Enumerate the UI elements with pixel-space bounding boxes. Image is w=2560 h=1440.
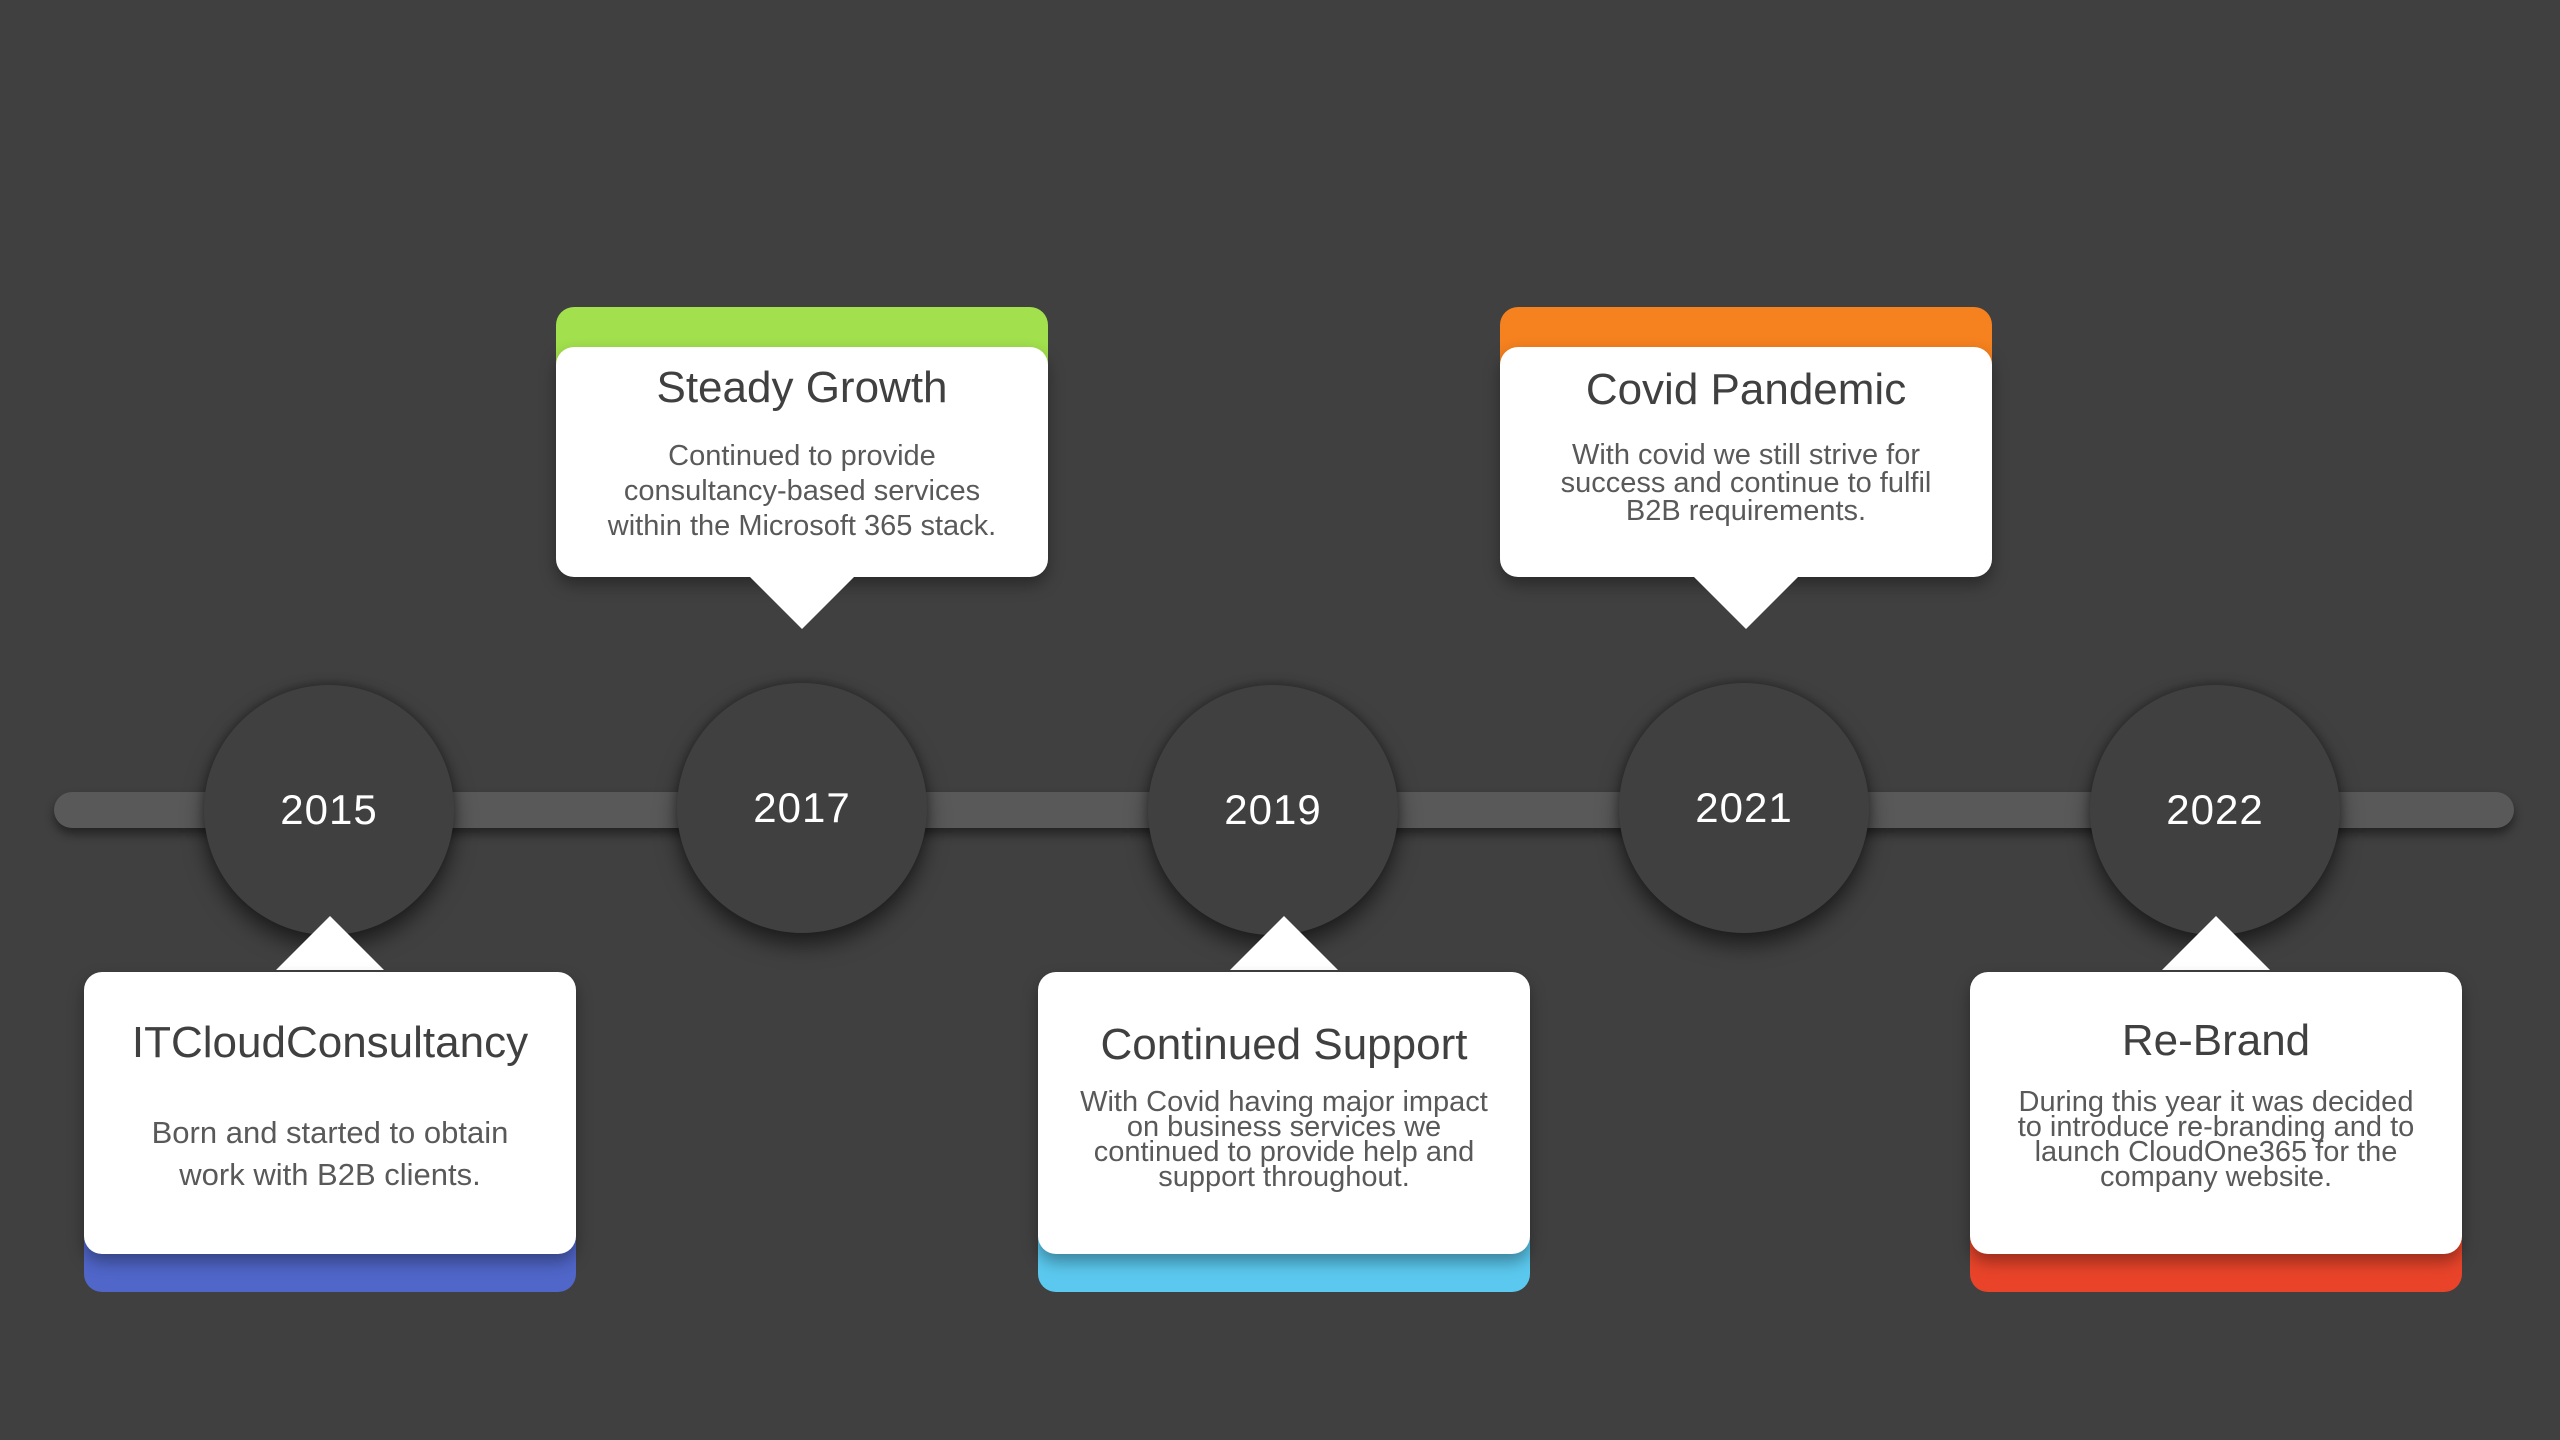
year-node-2021: 2021	[1619, 683, 1869, 933]
event-title: Covid Pandemic	[1585, 365, 1907, 414]
year-label: 2015	[280, 786, 378, 833]
event-card-2019: Continued Support With Covid having majo…	[1038, 916, 1530, 1294]
event-description: Continued to provide consultancy-based s…	[607, 440, 997, 542]
year-label: 2017	[753, 784, 851, 831]
year-label: 2021	[1695, 784, 1793, 831]
callout-pointer	[1230, 916, 1338, 970]
event-title: ITCloudConsultancy	[131, 1018, 529, 1067]
year-node-2015: 2015	[204, 685, 454, 935]
event-card-body: Re-Brand During this year it was decided…	[1970, 972, 2462, 1254]
event-description: Born and started to obtain work with B2B…	[151, 1115, 509, 1192]
event-card-2017: Steady Growth Continued to provide consu…	[556, 307, 1048, 629]
event-title: Steady Growth	[656, 363, 948, 412]
callout-pointer	[1692, 575, 1800, 629]
year-label: 2019	[1224, 786, 1322, 833]
callout-pointer	[748, 575, 856, 629]
year-node-2022: 2022	[2090, 685, 2340, 935]
year-node-2019: 2019	[1148, 685, 1398, 935]
year-label: 2022	[2166, 786, 2264, 833]
event-card-body: Steady Growth Continued to provide consu…	[556, 347, 1048, 577]
event-title: Re-Brand	[2121, 1016, 2311, 1065]
event-card-2015: ITCloudConsultancy Born and started to o…	[84, 916, 576, 1294]
event-description: With Covid having major impact on busine…	[1080, 1086, 1488, 1193]
event-card-2021: Covid Pandemic With covid we still striv…	[1500, 307, 1992, 629]
year-node-2017: 2017	[677, 683, 927, 933]
event-title: Continued Support	[1100, 1020, 1468, 1069]
callout-pointer	[276, 916, 384, 970]
event-description: During this year it was decided to intro…	[2017, 1086, 2415, 1193]
event-card-body: Covid Pandemic With covid we still striv…	[1500, 347, 1992, 577]
event-card-body: Continued Support With Covid having majo…	[1038, 972, 1530, 1254]
callout-pointer	[2162, 916, 2270, 970]
event-description: With covid we still strive for success a…	[1560, 439, 1932, 527]
event-card-body: ITCloudConsultancy Born and started to o…	[84, 972, 576, 1254]
event-card-2022: Re-Brand During this year it was decided…	[1970, 916, 2462, 1294]
